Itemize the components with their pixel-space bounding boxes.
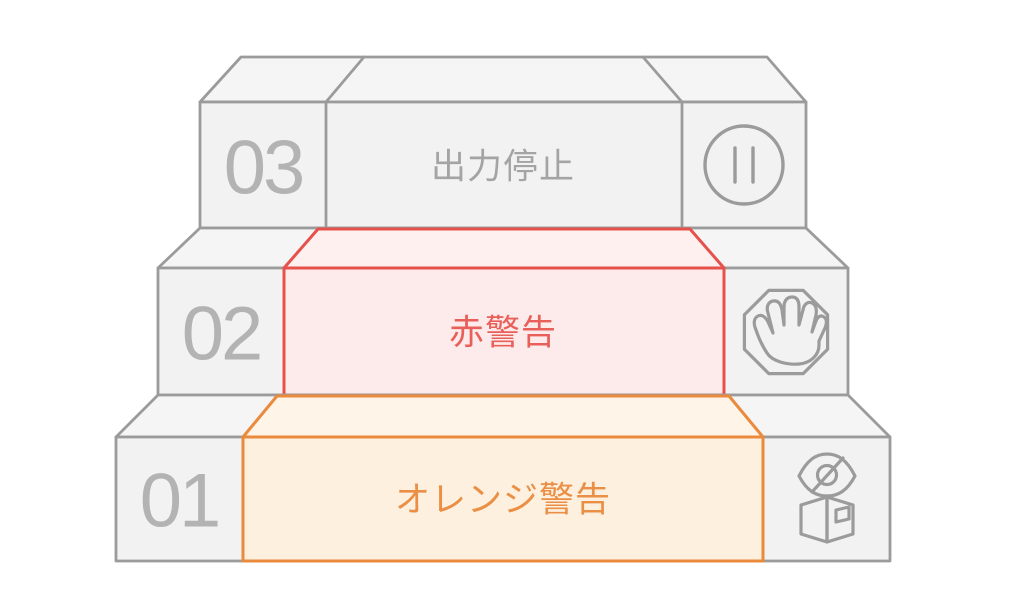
pause-icon — [703, 124, 785, 206]
level-02: 02 赤警告 — [156, 226, 850, 397]
level-03-top-divider-right — [641, 55, 684, 104]
level-03-number: 03 — [224, 126, 303, 211]
level-02-number: 02 — [182, 292, 261, 377]
level-01-number: 01 — [140, 459, 219, 544]
stop-hand-icon — [742, 288, 830, 376]
level-01: 01 オレンジ警告 — [114, 393, 892, 563]
level-02-red-top-face — [282, 227, 726, 270]
level-01-label: オレンジ警告 — [395, 481, 611, 520]
level-03-top-divider-left — [324, 55, 366, 104]
level-02-red-front-panel — [282, 266, 726, 397]
box-label-mark — [834, 505, 851, 524]
eye-box-icon — [797, 452, 857, 544]
level-01-orange-front-panel — [241, 435, 765, 563]
level-02-label: 赤警告 — [449, 314, 557, 353]
level-03: 03 出力停止 — [198, 55, 808, 230]
level-01-orange-top-face — [241, 394, 765, 439]
level-03-label: 出力停止 — [431, 148, 575, 187]
level-03-top-face — [198, 55, 808, 104]
